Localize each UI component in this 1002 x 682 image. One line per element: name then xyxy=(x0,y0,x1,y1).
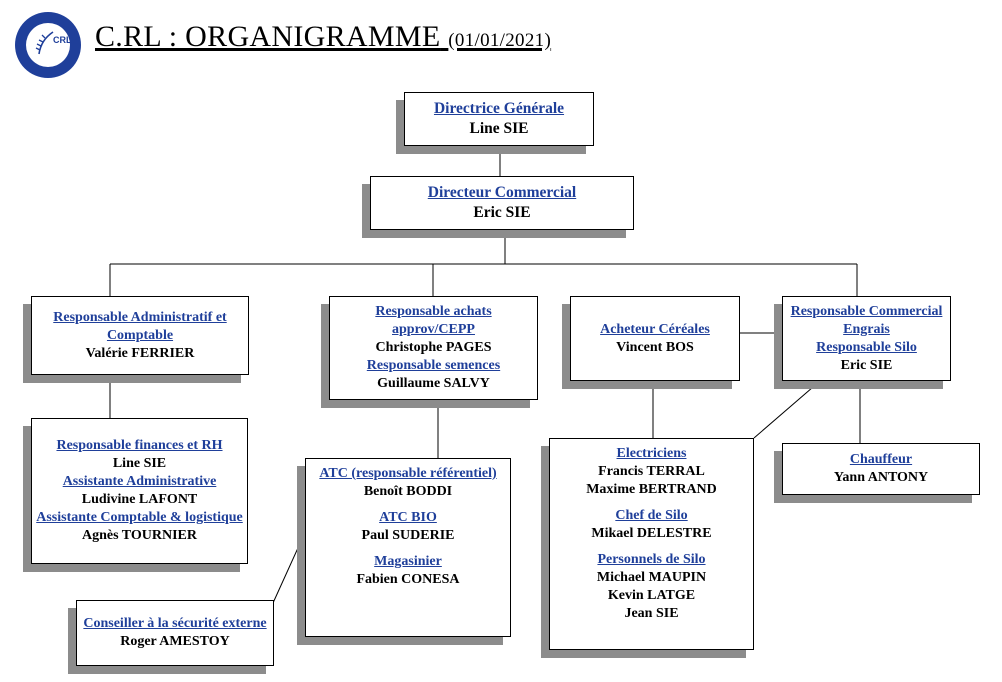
box-finances-rh: Responsable finances et RH Line SIE Assi… xyxy=(31,418,248,564)
role-label: Responsable Silo xyxy=(816,339,917,355)
person-name: Eric SIE xyxy=(840,357,893,373)
crl-logo: CRL xyxy=(15,12,81,78)
box-atc: ATC (responsable référentiel) Benoît BOD… xyxy=(305,458,511,637)
page-title: C.RL : ORGANIGRAMME (01/01/2021) xyxy=(95,20,551,54)
person-name: Eric SIE xyxy=(473,204,531,221)
person-name: Benoît BODDI xyxy=(363,484,453,499)
role-label: Assistante Comptable & logistique xyxy=(36,510,243,525)
person-name: Kevin LATGE xyxy=(607,588,696,603)
person-name: Vincent BOS xyxy=(616,339,694,355)
person-name: Fabien CONESA xyxy=(356,572,460,587)
role-label: Personnels de Silo xyxy=(597,552,706,567)
role-label: Directeur Commercial xyxy=(427,184,577,201)
page-title-main: C.RL : ORGANIGRAMME xyxy=(95,20,441,53)
box-conseiller-securite: Conseiller à la sécurité externe Roger A… xyxy=(76,600,274,666)
person-name: Paul SUDERIE xyxy=(361,528,455,543)
person-name: Roger AMESTOY xyxy=(120,634,230,649)
logo-initials: CRL xyxy=(53,35,72,45)
box-responsable-achats: Responsable achats approv/CEPP Christoph… xyxy=(329,296,538,400)
role-label: Conseiller à la sécurité externe xyxy=(83,616,267,631)
person-name: Francis TERRAL xyxy=(598,464,705,479)
person-name: Guillaume SALVY xyxy=(377,376,490,391)
page-title-date: (01/01/2021) xyxy=(448,30,552,51)
person-name: Michael MAUPIN xyxy=(596,570,707,585)
person-name: Ludivine LAFONT xyxy=(81,492,198,507)
box-silo-staff: Electriciens Francis TERRAL Maxime BERTR… xyxy=(549,438,754,650)
role-label: Responsable finances et RH xyxy=(56,438,223,453)
box-responsable-commercial-engrais: Responsable Commercial Engrais Responsab… xyxy=(782,296,951,381)
role-label: Responsable semences xyxy=(366,358,501,373)
role-label: Magasinier xyxy=(374,554,442,569)
role-label: Electriciens xyxy=(616,446,687,461)
role-label: Responsable achats approv/CEPP xyxy=(375,304,492,337)
person-name: Valérie FERRIER xyxy=(85,345,195,361)
person-name: Mikael DELESTRE xyxy=(591,526,712,541)
person-name: Agnès TOURNIER xyxy=(81,528,197,543)
box-chauffeur: Chauffeur Yann ANTONY xyxy=(782,443,980,495)
person-name: Christophe PAGES xyxy=(375,340,492,355)
role-label: Directrice Générale xyxy=(433,100,565,117)
role-label: ATC BIO xyxy=(379,510,437,525)
role-label: Responsable Administratif et Comptable xyxy=(53,309,227,343)
role-label: Assistante Administrative xyxy=(62,474,217,489)
person-name: Jean SIE xyxy=(624,606,679,621)
person-name: Line SIE xyxy=(112,456,167,471)
box-directeur-commercial: Directeur Commercial Eric SIE xyxy=(370,176,634,230)
box-directrice-generale: Directrice Générale Line SIE xyxy=(404,92,594,146)
person-name: Line SIE xyxy=(469,120,529,137)
role-label: ATC (responsable référentiel) xyxy=(319,466,497,481)
person-name: Yann ANTONY xyxy=(833,470,929,485)
role-label: Acheteur Céréales xyxy=(600,321,710,337)
connector-engrais-silo xyxy=(753,380,821,439)
role-label: Chauffeur xyxy=(849,452,913,467)
box-responsable-administratif: Responsable Administratif et Comptable V… xyxy=(31,296,249,375)
role-label: Responsable Commercial Engrais xyxy=(790,303,943,337)
box-acheteur-cereales: Acheteur Céréales Vincent BOS xyxy=(570,296,740,381)
person-name: Maxime BERTRAND xyxy=(586,482,717,497)
role-label: Chef de Silo xyxy=(615,508,688,523)
